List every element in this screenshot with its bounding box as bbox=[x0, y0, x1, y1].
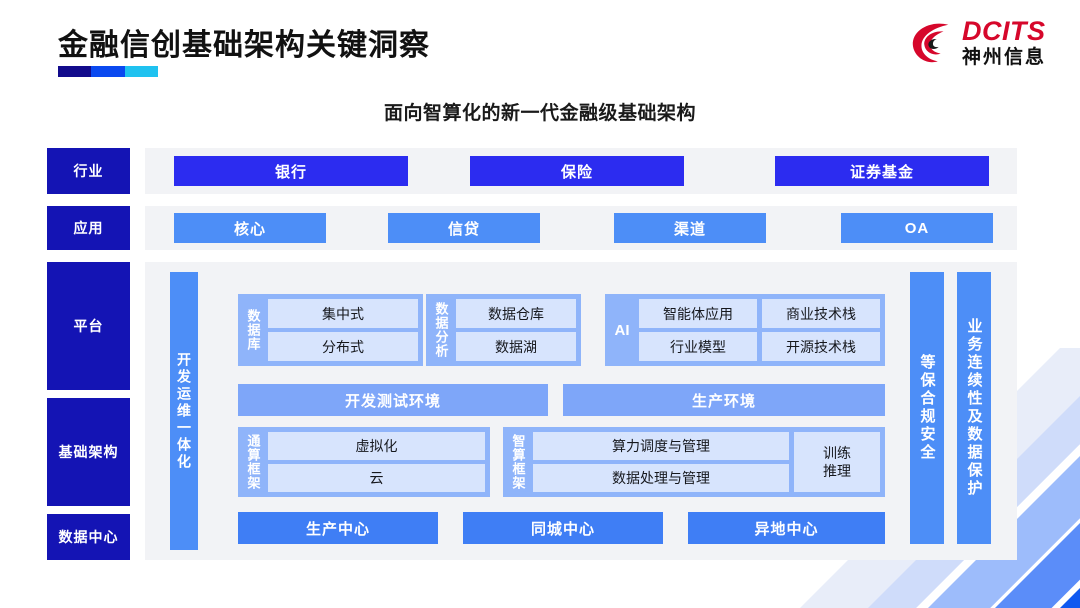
sub-commercial-stack[interactable]: 商业技术栈 bbox=[762, 299, 880, 328]
sub-inference-label: 推理 bbox=[823, 463, 851, 479]
tier-label-application: 应用 bbox=[47, 206, 130, 250]
header: 金融信创基础架构关键洞察 DCITS 神州信息 bbox=[0, 0, 1080, 88]
sub-cloud[interactable]: 云 bbox=[268, 464, 485, 492]
sub-training-inference[interactable]: 训练 推理 bbox=[794, 432, 880, 492]
group-intelligent-compute: 智算框架 算力调度与管理 数据处理与管理 训练 推理 bbox=[503, 427, 885, 497]
sub-data-processing[interactable]: 数据处理与管理 bbox=[533, 464, 789, 492]
application-chip-oa[interactable]: OA bbox=[841, 213, 993, 243]
logo-wordmark-en: DCITS bbox=[961, 16, 1046, 46]
page-title: 金融信创基础架构关键洞察 bbox=[58, 29, 430, 62]
sub-agent-application[interactable]: 智能体应用 bbox=[639, 299, 757, 328]
accent-segment-2 bbox=[91, 66, 125, 77]
bar-dev-test-environment[interactable]: 开发测试环境 bbox=[238, 384, 548, 416]
vbar-devops[interactable]: 开发运维一体化 bbox=[170, 272, 198, 550]
platform-infrastructure-panel: 开发运维一体化 数据库 集中式 分布式 数据分析 数据仓库 数据湖 AI bbox=[145, 262, 1017, 560]
tier-label-datacenter: 数据中心 bbox=[47, 514, 130, 560]
architecture-diagram: 行业 应用 平台 基础架构 数据中心 银行 保险 证券基金 核心 信贷 渠道 O… bbox=[0, 140, 1080, 570]
tier-label-infrastructure: 基础架构 bbox=[47, 398, 130, 506]
group-ai: AI 智能体应用 行业模型 商业技术栈 开源技术栈 bbox=[605, 294, 885, 366]
logo-wordmark-cn: 神州信息 bbox=[961, 47, 1046, 68]
industry-band: 银行 保险 证券基金 bbox=[145, 148, 1017, 194]
group-label-ai: AI bbox=[614, 321, 630, 339]
sub-data-lake[interactable]: 数据湖 bbox=[456, 332, 576, 361]
group-label-analytics: 数据分析 bbox=[433, 302, 449, 358]
sub-compute-scheduling[interactable]: 算力调度与管理 bbox=[533, 432, 789, 460]
application-chip-core[interactable]: 核心 bbox=[174, 213, 326, 243]
industry-chip-insurance[interactable]: 保险 bbox=[470, 156, 684, 186]
sub-opensource-stack[interactable]: 开源技术栈 bbox=[762, 332, 880, 361]
sub-centralized[interactable]: 集中式 bbox=[268, 299, 418, 328]
sub-industry-model[interactable]: 行业模型 bbox=[639, 332, 757, 361]
group-label-general-compute: 通算框架 bbox=[245, 434, 261, 490]
bar-production-environment[interactable]: 生产环境 bbox=[563, 384, 885, 416]
group-label-intelligent-compute: 智算框架 bbox=[510, 434, 526, 490]
accent-segment-1 bbox=[58, 66, 92, 77]
sub-training-label: 训练 bbox=[823, 444, 851, 461]
title-accent-bar bbox=[58, 66, 158, 77]
tier-label-industry: 行业 bbox=[47, 148, 130, 194]
group-database: 数据库 集中式 分布式 bbox=[238, 294, 423, 366]
application-chip-channel[interactable]: 渠道 bbox=[614, 213, 766, 243]
accent-segment-3 bbox=[124, 66, 158, 77]
application-band: 核心 信贷 渠道 OA bbox=[145, 206, 1017, 250]
group-data-analytics: 数据分析 数据仓库 数据湖 bbox=[426, 294, 581, 366]
slide-subtitle: 面向智算化的新一代金融级基础架构 bbox=[383, 103, 696, 124]
dcits-swirl-icon bbox=[909, 19, 955, 67]
industry-chip-securities[interactable]: 证券基金 bbox=[775, 156, 989, 186]
group-label-database: 数据库 bbox=[245, 309, 261, 351]
vbar-business-continuity[interactable]: 业务连续性及数据保护 bbox=[957, 272, 991, 544]
tier-label-platform: 平台 bbox=[47, 262, 130, 390]
bar-remote-center[interactable]: 异地中心 bbox=[688, 512, 885, 544]
sub-data-warehouse[interactable]: 数据仓库 bbox=[456, 299, 576, 328]
bar-production-center[interactable]: 生产中心 bbox=[238, 512, 438, 544]
vbar-compliance-security[interactable]: 等保合规安全 bbox=[910, 272, 944, 544]
group-general-compute: 通算框架 虚拟化 云 bbox=[238, 427, 490, 497]
industry-chip-bank[interactable]: 银行 bbox=[174, 156, 408, 186]
bar-metro-center[interactable]: 同城中心 bbox=[463, 512, 663, 544]
application-chip-credit[interactable]: 信贷 bbox=[388, 213, 540, 243]
company-logo: DCITS 神州信息 bbox=[909, 18, 1046, 67]
sub-virtualization[interactable]: 虚拟化 bbox=[268, 432, 485, 460]
sub-distributed[interactable]: 分布式 bbox=[268, 332, 418, 361]
